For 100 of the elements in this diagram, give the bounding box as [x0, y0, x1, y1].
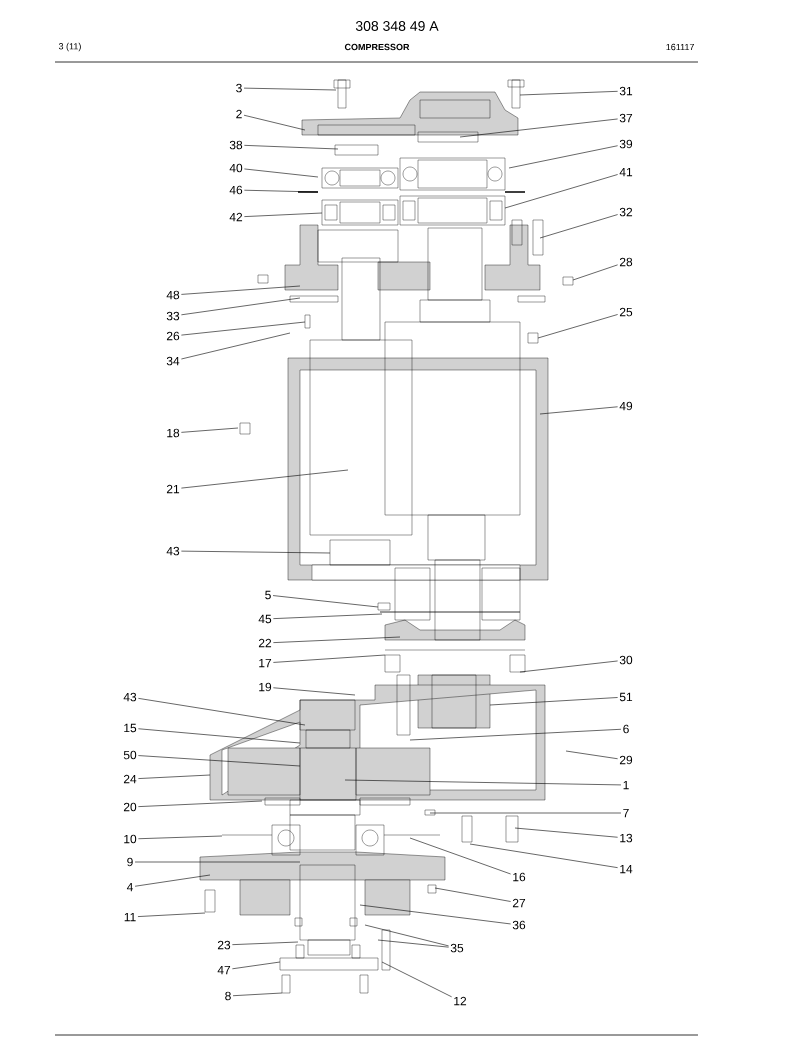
title: COMPRESSOR: [344, 43, 410, 51]
callout-number: 39: [619, 139, 633, 149]
leader-line: [244, 145, 339, 150]
callout-number: 37: [619, 113, 633, 123]
callout-number: 6: [623, 724, 629, 734]
leader-line: [272, 595, 379, 608]
callout-number: 27: [512, 898, 526, 908]
callout-number: 51: [619, 692, 633, 702]
callout-number: 21: [166, 484, 180, 494]
callout-number: 31: [619, 86, 633, 96]
callout-number: 28: [619, 257, 633, 267]
leader-line: [134, 861, 301, 863]
leader-line: [138, 774, 211, 779]
callout-number: 36: [512, 920, 526, 930]
leader-line: [181, 321, 306, 336]
callout-number: 49: [619, 401, 633, 411]
leader-line: [364, 924, 449, 947]
leader-line: [134, 874, 211, 887]
callout-number: 1: [623, 780, 629, 790]
leader-line: [565, 750, 618, 760]
leader-line: [181, 285, 301, 295]
leader-line: [459, 118, 618, 138]
callout-number: 34: [166, 356, 180, 366]
callout-number: 46: [229, 185, 243, 195]
label: 308 348 49 A: [355, 21, 439, 31]
callout-number: 5: [265, 590, 271, 600]
leader-line: [244, 189, 319, 193]
leader-line: [137, 912, 206, 917]
leader-line: [409, 837, 511, 875]
callout-number: 29: [619, 755, 633, 765]
callout-number: 40: [229, 163, 243, 173]
callout-number: 41: [619, 167, 633, 177]
leader-line: [138, 728, 301, 744]
callout-number: 45: [258, 614, 272, 624]
callout-number: 11: [124, 912, 136, 922]
callout-number: 18: [167, 428, 180, 438]
leader-line: [181, 550, 331, 554]
leader-line: [539, 214, 618, 239]
leader-line: [244, 168, 319, 178]
leader-line: [138, 800, 263, 807]
label: 3 (11): [58, 42, 81, 52]
leader-line: [244, 212, 323, 217]
callout-number: 19: [259, 682, 272, 692]
leader-line: [504, 174, 618, 209]
callout-number: 9: [127, 857, 133, 867]
leader-line: [519, 91, 618, 96]
leader-line: [377, 939, 449, 948]
leader-line: [359, 904, 511, 925]
leader-line: [181, 469, 349, 489]
callout-number: 8: [225, 991, 231, 1001]
leader-line: [243, 114, 306, 131]
callout-number: 4: [126, 882, 133, 892]
leader-line: [469, 843, 618, 868]
callout-number: 13: [620, 833, 633, 843]
callout-number: 38: [229, 140, 243, 150]
leader-line: [138, 698, 306, 726]
callout-number: 30: [619, 655, 633, 665]
leader-line: [243, 87, 337, 91]
leader-line: [572, 264, 618, 281]
callout-number: 16: [513, 872, 526, 882]
leader-line: [273, 687, 356, 696]
leader-line: [344, 779, 622, 786]
leader-line: [181, 297, 301, 316]
callout-number: 23: [217, 940, 231, 950]
callout-number: 3: [236, 83, 242, 93]
label: 161117: [666, 43, 694, 51]
callout-number: 24: [123, 774, 137, 784]
callout-number: 50: [123, 750, 137, 760]
leader-line: [181, 427, 239, 433]
leader-line: [138, 835, 223, 840]
leader-line: [508, 145, 618, 169]
leader-line: [514, 827, 618, 838]
callout-number: 33: [166, 311, 180, 321]
leader-line: [519, 660, 618, 673]
callout-number: 20: [123, 802, 137, 812]
callout-number: 12: [454, 996, 467, 1006]
leader-line: [429, 812, 622, 814]
callout-number: 42: [229, 212, 243, 222]
leader-line: [537, 314, 618, 339]
callout-number: 25: [619, 307, 633, 317]
callout-number: 47: [217, 965, 231, 975]
leader-line: [489, 697, 618, 706]
callout-number: 26: [166, 331, 180, 341]
callout-number: 32: [619, 207, 633, 217]
leader-line: [381, 961, 452, 998]
leader-line: [138, 755, 301, 767]
leader-line: [232, 941, 299, 945]
leader-line: [409, 728, 622, 741]
leader-line: [181, 332, 291, 360]
callout-number: 14: [620, 864, 633, 874]
callout-number: 35: [450, 943, 464, 953]
callout-number: 48: [166, 290, 180, 300]
leader-line: [539, 406, 618, 415]
leader-line: [273, 654, 386, 663]
callout-number: 17: [259, 658, 272, 668]
leader-line: [273, 636, 401, 643]
leader-line: [434, 887, 511, 902]
callout-number: 2: [236, 109, 242, 119]
leader-line: [232, 992, 283, 997]
leader-line: [273, 613, 383, 619]
